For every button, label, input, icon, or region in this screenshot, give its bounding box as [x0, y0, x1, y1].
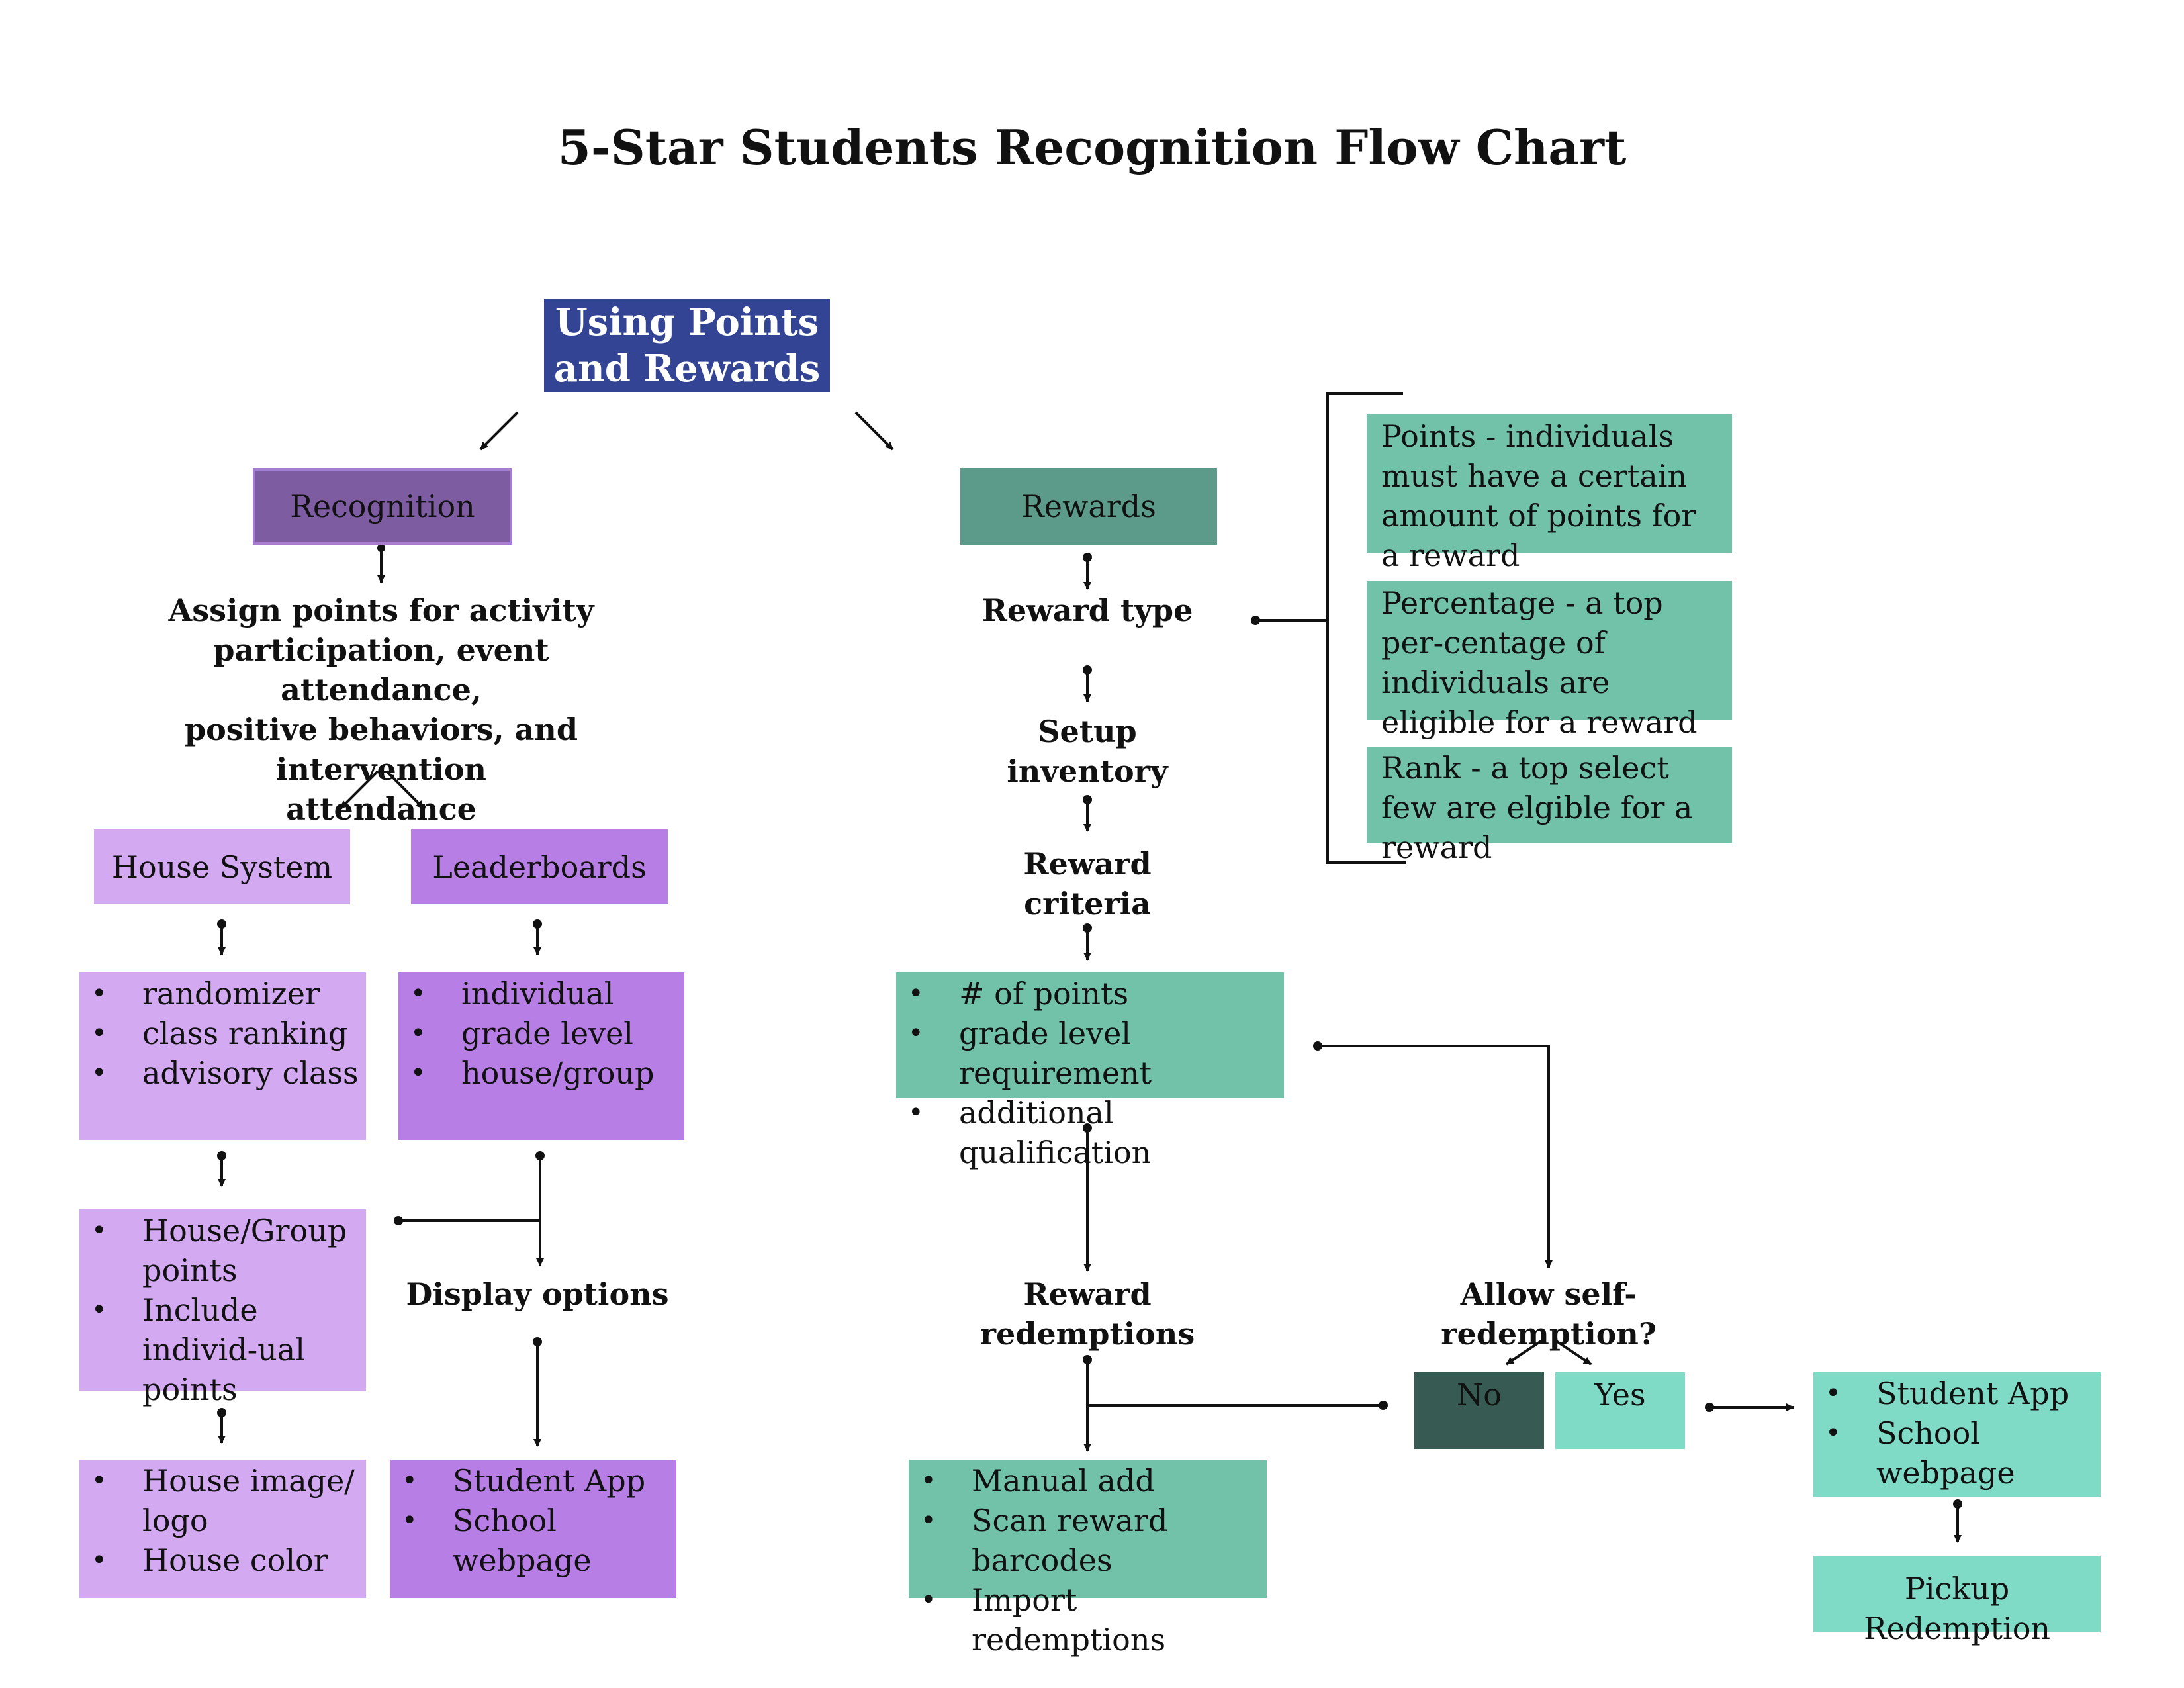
arrow-root-rewards: [854, 411, 894, 451]
assign-line-2: participation, event attendance,: [213, 632, 549, 708]
redemption-methods-list: Manual add Scan reward barcodes Import r…: [909, 1460, 1267, 1658]
house-options-list: randomizer class ranking advisory class: [79, 972, 366, 1140]
recognition-node: Recognition: [253, 468, 512, 545]
page-title: 5-Star Students Recognition Flow Chart: [557, 119, 1627, 175]
list-item: house/group: [398, 1053, 684, 1093]
arrow-assign-leader: [385, 770, 425, 810]
arrow-self-yes: [1552, 1338, 1592, 1366]
arrow-self-no: [1505, 1338, 1545, 1366]
list-item: House image/ logo: [79, 1461, 357, 1540]
arrow-assign-house: [340, 770, 379, 810]
root-line-2: and Rewards: [553, 346, 821, 391]
root-line-1: Using Points: [555, 300, 819, 344]
reward-type-rank-text: Rank - a top select few are elgible for …: [1381, 750, 1693, 865]
reward-type-points-text: Points - individuals must have a certain…: [1381, 418, 1696, 573]
arrow-root-recognition: [479, 411, 519, 451]
list-item: Include individ-ual points: [79, 1290, 357, 1409]
leaderboard-options-list: individual grade level house/group: [398, 972, 684, 1140]
list-item: Import redemptions: [909, 1580, 1267, 1660]
list-item: randomizer: [79, 974, 366, 1013]
no-label: No: [1457, 1377, 1502, 1413]
leaderboards-node: Leaderboards: [411, 829, 668, 904]
reward-redemptions-label: Reward redemptions: [979, 1276, 1195, 1352]
list-item: advisory class: [79, 1053, 366, 1093]
list-item: Student App: [390, 1461, 676, 1501]
yes-label: Yes: [1594, 1377, 1646, 1413]
rewards-label: Rewards: [1021, 489, 1156, 524]
reward-type-points: Points - individuals must have a certain…: [1367, 414, 1732, 573]
display-options-list: Student App School webpage: [390, 1460, 676, 1598]
recognition-label: Recognition: [290, 489, 475, 524]
allow-self-redemption-label: Allow self-redemption?: [1441, 1276, 1657, 1352]
house-system-label: House System: [111, 849, 333, 885]
assign-line-1: Assign points for activity: [168, 592, 594, 628]
list-item: House color: [79, 1540, 357, 1580]
leaderboards-label: Leaderboards: [432, 849, 647, 885]
house-system-node: House System: [94, 829, 350, 904]
bracket: [1326, 392, 1406, 864]
list-item: School webpage: [390, 1501, 676, 1580]
list-item: Manual add: [909, 1461, 1267, 1501]
self-redemption-list: Student App School webpage: [1813, 1372, 2101, 1497]
reward-type-percentage: Percentage - a top per-centage of indivi…: [1367, 581, 1732, 740]
rewards-node: Rewards: [960, 468, 1217, 545]
list-item: Student App: [1813, 1374, 2101, 1413]
list-item: individual: [398, 974, 684, 1013]
pickup-redemption-label: Pickup Redemption: [1863, 1571, 2051, 1646]
list-item: Scan reward barcodes: [909, 1501, 1267, 1580]
reward-criteria-label: Reward criteria: [1023, 846, 1152, 921]
self-redemption-no: No: [1414, 1372, 1544, 1449]
list-item: grade level: [398, 1013, 684, 1053]
list-item: House/Group points: [79, 1211, 357, 1290]
setup-inventory-label: Setup inventory: [1007, 714, 1168, 789]
assign-points-text: Assign points for activity participation…: [116, 590, 646, 829]
house-points-list: House/Group points Include individ-ual p…: [79, 1209, 366, 1407]
root-node: Using Points and Rewards: [544, 299, 830, 392]
pickup-redemption-node: Pickup Redemption: [1813, 1556, 2101, 1646]
reward-type-label: Reward type: [981, 592, 1193, 628]
assign-line-4: attendance: [286, 791, 477, 827]
list-item: additional qualification: [896, 1093, 1284, 1172]
reward-criteria-list: # of points grade level requirement addi…: [896, 972, 1284, 1170]
reward-type-percentage-text: Percentage - a top per-centage of indivi…: [1381, 585, 1698, 740]
list-item: School webpage: [1813, 1413, 2101, 1493]
reward-type-rank: Rank - a top select few are elgible for …: [1367, 747, 1732, 865]
arrow-criteria-self: [1318, 1045, 1553, 1268]
self-redemption-yes: Yes: [1555, 1372, 1685, 1449]
list-item: grade level requirement: [896, 1013, 1284, 1093]
assign-line-3: positive behaviors, and intervention: [184, 712, 578, 787]
house-image-list: House image/ logo House color: [79, 1460, 366, 1598]
list-item: class ranking: [79, 1013, 366, 1053]
list-item: # of points: [896, 974, 1284, 1013]
display-options-label: Display options: [406, 1276, 669, 1312]
